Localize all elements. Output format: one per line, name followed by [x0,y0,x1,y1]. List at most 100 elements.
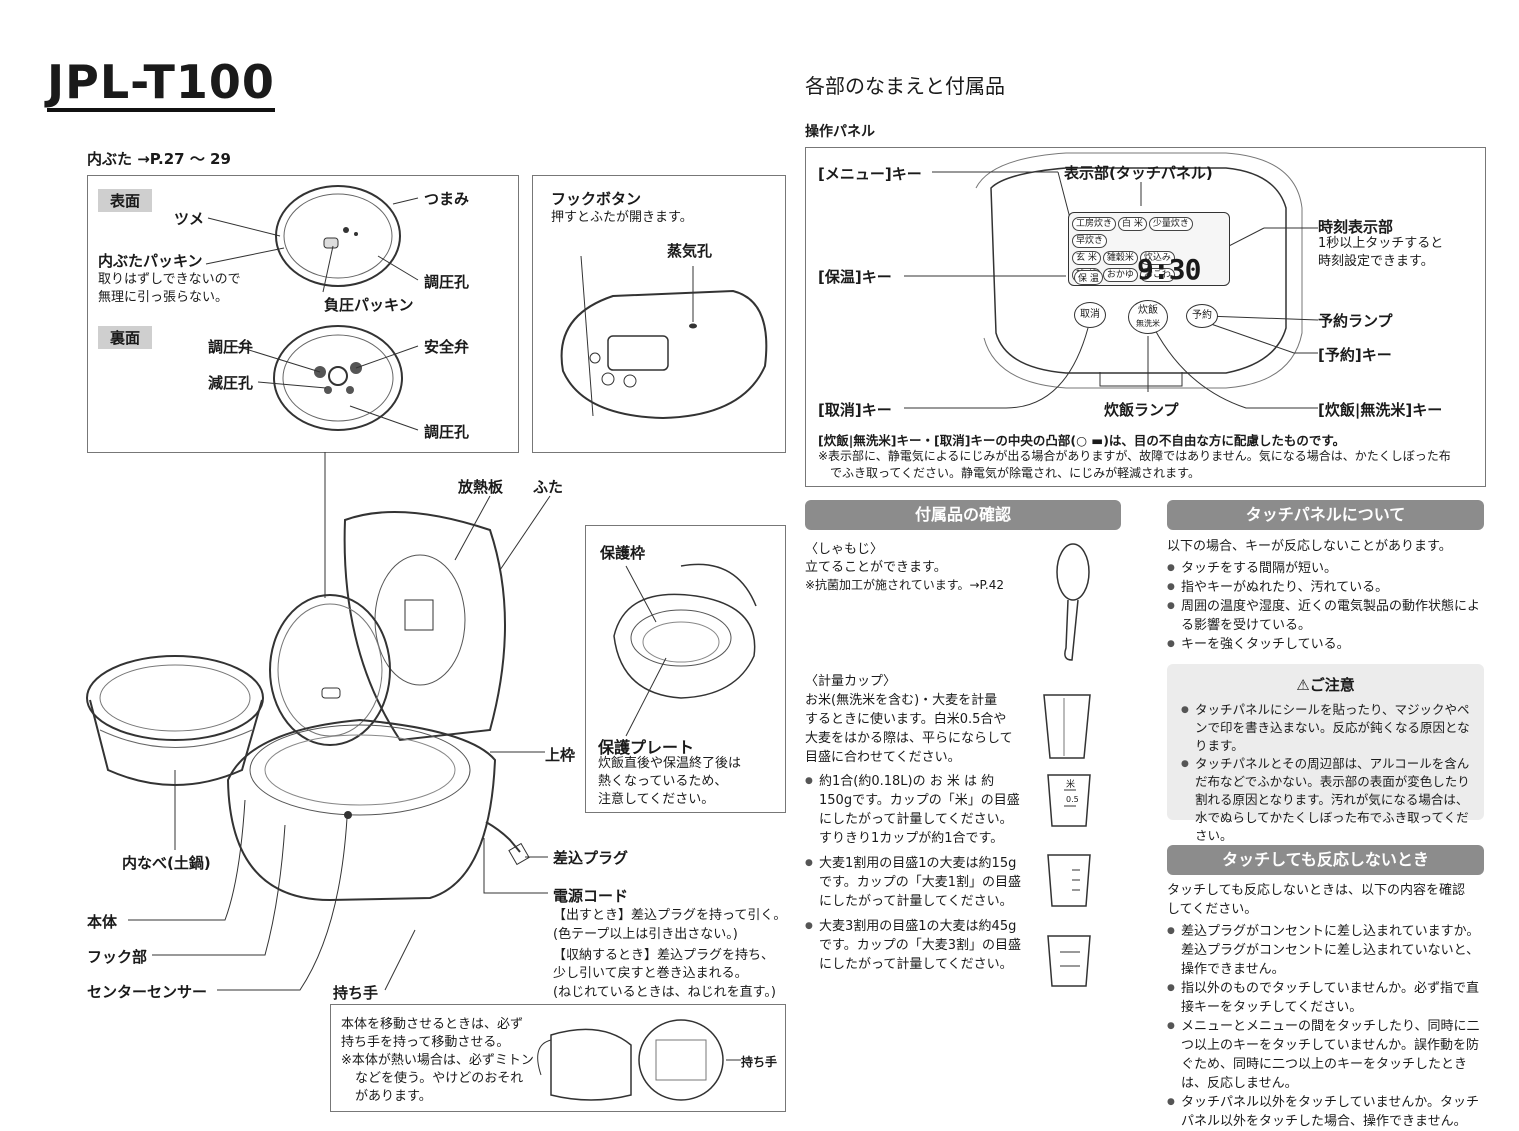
shamoji-title: 〈しゃもじ〉 [805,542,884,557]
protect-plate-label: 保護プレート [598,738,695,757]
reserve-button[interactable]: 予約 [1186,304,1218,328]
protect-frame-label: 保護枠 [600,544,646,562]
menu-chip-7[interactable]: 炊込み [1139,251,1175,265]
time-readout: 9:30 [1137,253,1201,286]
menu-chip-6[interactable]: 雑穀米 [1102,251,1138,265]
no-response-item-4: タッチパネル以外をタッチしていませんか。タッチパネル以外をタッチした場合、操作で… [1167,1093,1489,1131]
carry-note-2: 持ち手を持って移動させる。 [341,1035,510,1050]
no-response-item-2: 指以外のものでタッチしていませんか。必ず指で直接キーをタッチしてください。 [1167,979,1489,1017]
carry-handle-label: 持ち手 [741,1055,778,1069]
protection-panel: 保護枠 保護プレート 炊飯直後や保温終了後は 熱くなっているため、 注意してくだ… [585,525,786,813]
reserve-lamp-label: 予約ランプ [1318,312,1393,330]
body-label: 本体 [87,913,118,931]
handle-label: 持ち手 [333,984,379,1002]
accessories-header: 付属品の確認 [805,500,1121,530]
inner-pot-label: 内なべ(土鍋) [122,854,211,872]
decompression-hole-label: 減圧孔 [208,374,254,392]
carry-note-4: などを使う。やけどのおそれ [355,1071,524,1086]
menu-chip-1[interactable]: 工房炊き [1072,217,1117,231]
caution-box: ⚠ご注意 タッチパネルにシールを貼ったり、マジックやペンで印を書き込まない。反応… [1167,664,1484,843]
panel-note-sub-1: ※表示部に、静電気によるにじみが出る場合がありますが、故障ではありません。気にな… [818,449,1451,463]
display-label: 表示部(タッチパネル) [1064,164,1213,182]
lid-label: ふた [533,478,564,496]
cup-bullet-1: 約1合(約0.18L)の お 米 は 約150gです。カップの「米」の目盛にした… [805,772,1023,848]
upper-frame-label: 上枠 [545,746,576,764]
lid-heading: 内ぶた →P.27 ～ 29 [87,150,231,168]
cook-button-sub: 無洗米 [1136,319,1160,328]
no-response-item-1: 差込プラグがコンセントに差し込まれていますか。差込プラグがコンセントに差し込まれ… [1167,922,1489,979]
hook-panel: フックボタン 押すとふたが開きます。 蒸気孔 [532,175,786,453]
cook-button[interactable]: 炊飯 無洗米 [1128,300,1168,334]
cook-button-label: 炊飯 [1138,305,1158,316]
center-sensor-label: センターセンサー [87,983,208,1001]
touch-item-1: タッチをする間隔が短い。 [1167,559,1487,578]
hook-part-label: フック部 [87,948,148,966]
model-number: JPL-T100 [47,58,275,113]
section-title: 各部のなまえと付属品 [805,74,1005,98]
menu-chip-2[interactable]: 白 米 [1118,217,1147,231]
menu-chip-10[interactable]: おこわ [1139,268,1175,282]
touch-header: タッチパネルについて [1167,500,1484,530]
hook-button-note: 押すとふたが開きます。 [551,210,693,225]
touch-list: タッチをする間隔が短い。 指やキーがぬれたり、汚れている。 周囲の温度や湿度、近… [1167,559,1487,654]
carry-panel: 本体を移動させるときは、必ず 持ち手を持って移動させる。 ※本体が熱い場合は、必… [330,1004,786,1112]
protect-note-3: 注意してください。 [598,792,715,807]
power-cord-label: 電源コード [553,887,629,905]
shamoji-line-2: ※抗菌加工が施されています。→P.42 [805,578,1005,592]
tsumami-label: つまみ [424,190,470,208]
cup-bullet-3: 大麦3割用の目盛1の大麦は約45gです。カップの「大麦3割」の目盛にしたがって計… [805,917,1023,974]
caution-list: タッチパネルにシールを貼ったり、マジックやペンで印を書き込まない。反応が鈍くなる… [1181,701,1472,845]
touch-item-4: キーを強くタッチしている。 [1167,635,1487,654]
back-tag: 裏面 [98,326,153,349]
protect-note-1: 炊飯直後や保温終了後は [598,756,742,771]
hold-key-label: [保温]キー [818,268,892,286]
pressure-valve-label: 調圧弁 [208,338,254,356]
clock-note-1: 1秒以上タッチすると [1318,236,1444,251]
panel-title: 操作パネル [805,124,875,140]
menu-chip-5[interactable]: 玄 米 [1072,251,1101,265]
cup-bullet-2: 大麦1割用の目盛1の大麦は約15gです。カップの「大麦1割」の目盛にしたがって計… [805,854,1023,911]
packing-note-2: 無理に引っ張らない。 [98,290,229,305]
protection-drawing [613,563,757,737]
menu-chip-4[interactable]: 早炊き [1072,234,1108,248]
cancel-key-label: [取消]キー [818,401,892,419]
menu-chip-9[interactable]: おかゆ [1102,268,1138,282]
cup-line-4: 目盛に合わせてください。 [805,750,961,765]
cook-lamp-label: 炊飯ランプ [1104,401,1179,419]
menu-chip-3[interactable]: 少量炊き [1148,217,1193,231]
tsume-label: ツメ [174,210,205,228]
hook-button-title: フックボタン [551,190,642,208]
hold-chip[interactable]: 保 温 [1074,270,1103,285]
carry-note-3: ※本体が熱い場合は、必ずミトン [341,1053,534,1068]
no-response-list: 差込プラグがコンセントに差し込まれていますか。差込プラグがコンセントに差し込まれ… [1167,922,1489,1131]
no-response-header: タッチしても反応しないとき [1167,845,1484,875]
touch-item-3: 周囲の温度や湿度、近くの電気製品の動作状態による影響を受けている。 [1167,597,1487,635]
front-tag: 表面 [98,189,153,212]
no-response-item-3: メニューとメニューの間をタッチしたり、同時に二つ以上のキーをタッチしていませんか… [1167,1017,1489,1093]
cook-key-label: [炊飯|無洗米]キー [1318,401,1443,419]
heat-plate-label: 放熱板 [458,478,504,496]
cancel-button[interactable]: 取消 [1074,302,1106,328]
cup-title: 〈計量カップ〉 [805,674,897,689]
panel-note-main: [炊飯|無洗米]キー・[取消]キーの中央の凸部(○ ▬)は、目の不自由な方に配慮… [818,433,1346,448]
reserve-key-label: [予約]キー [1318,346,1392,364]
rice-cooker-top-drawing [560,255,768,420]
inner-lid-panel: 表面 裏面 ツメ つまみ 内ぶたパッキン 取りはずしできないので 無理に引っ張ら… [87,175,519,453]
pressure-hole-label: 調圧孔 [424,273,470,291]
cup-line-1: お米(無洗米を含む)・大麦を計量 [805,693,998,708]
plug-label: 差込プラグ [553,849,629,867]
pressure-hole-label-2: 調圧孔 [424,423,470,441]
touch-intro: 以下の場合、キーが反応しないことがあります。 [1167,539,1452,554]
rice-cooker-body-drawing [86,452,551,991]
steam-vent-label: 蒸気孔 [667,242,713,260]
cord-note-3: 【収納するとき】差込プラグを持ち、 [553,948,775,963]
cup-mark-rice: 米 [1066,780,1076,790]
protect-note-2: 熱くなっているため、 [598,774,728,789]
touch-item-2: 指やキーがぬれたり、汚れている。 [1167,578,1487,597]
packing-note-1: 取りはずしできないので [98,272,241,287]
cord-note-1: 【出すとき】差込プラグを持って引く。 [553,908,787,923]
carry-drawing [537,1019,741,1101]
cup-mark-half: 0.5 [1066,795,1079,804]
